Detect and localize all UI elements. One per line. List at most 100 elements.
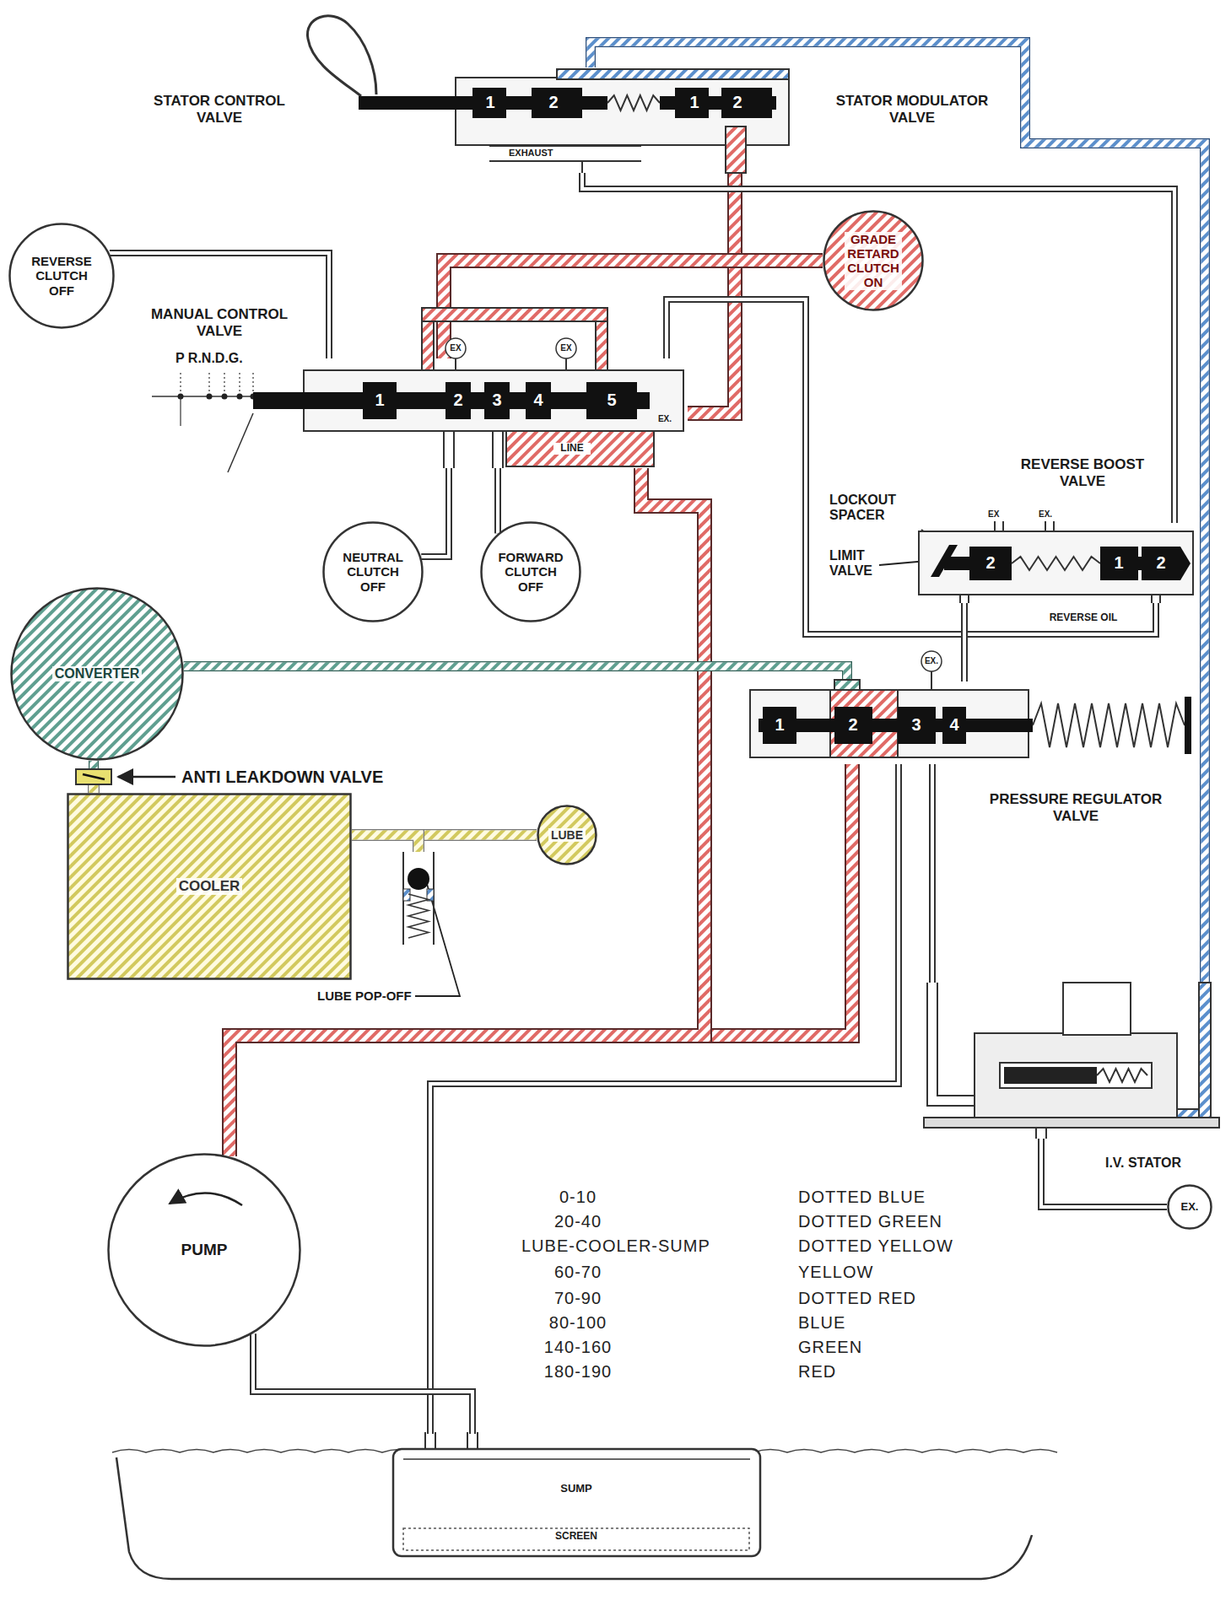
solenoid-cap [1063, 982, 1131, 1036]
oil-line-stroke [582, 172, 1175, 524]
valve-name: PRESSURE REGULATOR VALVE [966, 791, 1186, 825]
box-outline [68, 794, 351, 980]
clutch-circle: FORWARD CLUTCH OFF [480, 521, 582, 623]
oil-line-stroke [962, 603, 967, 682]
valve-housing [974, 1033, 1178, 1118]
component-label: CONVERTER [52, 666, 142, 682]
spring [1011, 556, 1101, 571]
spool-land [472, 87, 507, 119]
line [1159, 594, 1161, 604]
component-label: SCREEN [542, 1531, 611, 1544]
oil-line-stroke [687, 172, 735, 414]
exhaust-circle: EX. [1166, 1184, 1213, 1231]
exhaust-label: EX [556, 343, 577, 354]
legend-cell: DOTTED YELLOW [798, 1236, 954, 1257]
oil-line [109, 253, 330, 359]
line [491, 431, 494, 469]
port-number: 1 [769, 715, 790, 735]
clutch-circle: GRADE RETARD CLUTCH ON [822, 210, 924, 312]
valve-housing [918, 531, 1194, 595]
legend-cell: 60-70 [527, 1263, 629, 1283]
line [1052, 521, 1055, 532]
valve-name: LUBE POP-OFF [317, 988, 412, 1004]
node-shape [438, 67, 789, 173]
oil-line-stroke [90, 761, 98, 770]
stator-valve: I.V. STATOR [923, 982, 1220, 1140]
legend-cell: 20-40 [527, 1212, 629, 1232]
spool-land [586, 382, 638, 420]
spool-land [897, 707, 936, 745]
legend-cell: BLUE [798, 1313, 846, 1334]
exhaust-label: EX [445, 343, 466, 354]
line [581, 161, 584, 173]
line [959, 594, 962, 604]
clutch-label: REVERSE CLUTCH OFF [31, 253, 92, 298]
pump-outline [108, 1155, 301, 1347]
clutch-label: FORWARD CLUTCH OFF [497, 550, 563, 594]
detent-dot [237, 394, 243, 400]
oil-line-stroke [496, 468, 500, 534]
spool-land [531, 87, 583, 119]
line [466, 1432, 469, 1450]
port-number: 2 [727, 92, 748, 113]
detent-tick [208, 372, 210, 397]
node-shape [918, 523, 1194, 604]
valve-name: STATOR CONTROL VALVE [134, 92, 304, 126]
selector-link [179, 396, 181, 427]
line [82, 774, 105, 780]
line [1150, 594, 1153, 604]
line [565, 358, 567, 371]
valve-bore [999, 1063, 1152, 1089]
component-label: SUMP [550, 1483, 602, 1496]
detent-tick [238, 372, 240, 397]
oil-line-stroke [89, 784, 99, 794]
sump-tray: SUMP SCREEN [137, 1434, 1032, 1582]
spool-land [1141, 546, 1181, 581]
circle-outline [538, 806, 597, 865]
port-number: 1 [369, 390, 390, 411]
screen-housing [393, 1449, 761, 1557]
clutch-label: GRADE RETARD CLUTCH ON [844, 232, 902, 291]
circle-outline [10, 224, 114, 329]
node-shape [253, 358, 688, 469]
oil-line-stroke [961, 603, 968, 682]
selector-positions: P R.N.D.G. [175, 350, 243, 367]
spool-land [1100, 546, 1139, 581]
part-callout: LIMIT VALVE [829, 548, 897, 580]
line [1002, 521, 1005, 532]
circle-outline [323, 523, 423, 622]
circle-outline [11, 588, 184, 761]
legend-cell: RED [798, 1362, 837, 1383]
base-plate [923, 1117, 1220, 1129]
spring [1032, 703, 1185, 748]
valve-name: REVERSE BOOST VALVE [1015, 456, 1151, 490]
node-shape [75, 769, 112, 785]
oil-line [93, 784, 95, 794]
legend-cell: GREEN [798, 1338, 863, 1358]
oil-line-stroke [351, 835, 419, 853]
component-label: COOLER [176, 878, 243, 896]
line [937, 982, 975, 1097]
oil-passage [556, 69, 789, 80]
component-label: LUBE [548, 828, 586, 843]
exhaust-port [556, 338, 577, 359]
valve-name: STATOR MODULATOR VALVE [827, 92, 997, 126]
line [434, 1432, 437, 1450]
legend-cell: DOTTED GREEN [798, 1212, 943, 1232]
passage-label: LINE [553, 442, 591, 455]
oil-line-stroke [1041, 1139, 1167, 1208]
legend-cell: 180-190 [527, 1362, 629, 1383]
line [927, 982, 975, 1107]
valve-spool [758, 718, 1033, 733]
spring [1096, 1069, 1148, 1083]
detent-tick [179, 372, 181, 397]
spool-land [484, 382, 510, 420]
screen-mesh [403, 1528, 750, 1551]
port-number: 3 [486, 390, 508, 411]
oil-line [932, 764, 934, 983]
valve-name: I.V. STATOR [1084, 1155, 1203, 1172]
oil-line-stroke [430, 764, 899, 1435]
selector-link [227, 413, 254, 473]
oil-line [687, 172, 735, 414]
